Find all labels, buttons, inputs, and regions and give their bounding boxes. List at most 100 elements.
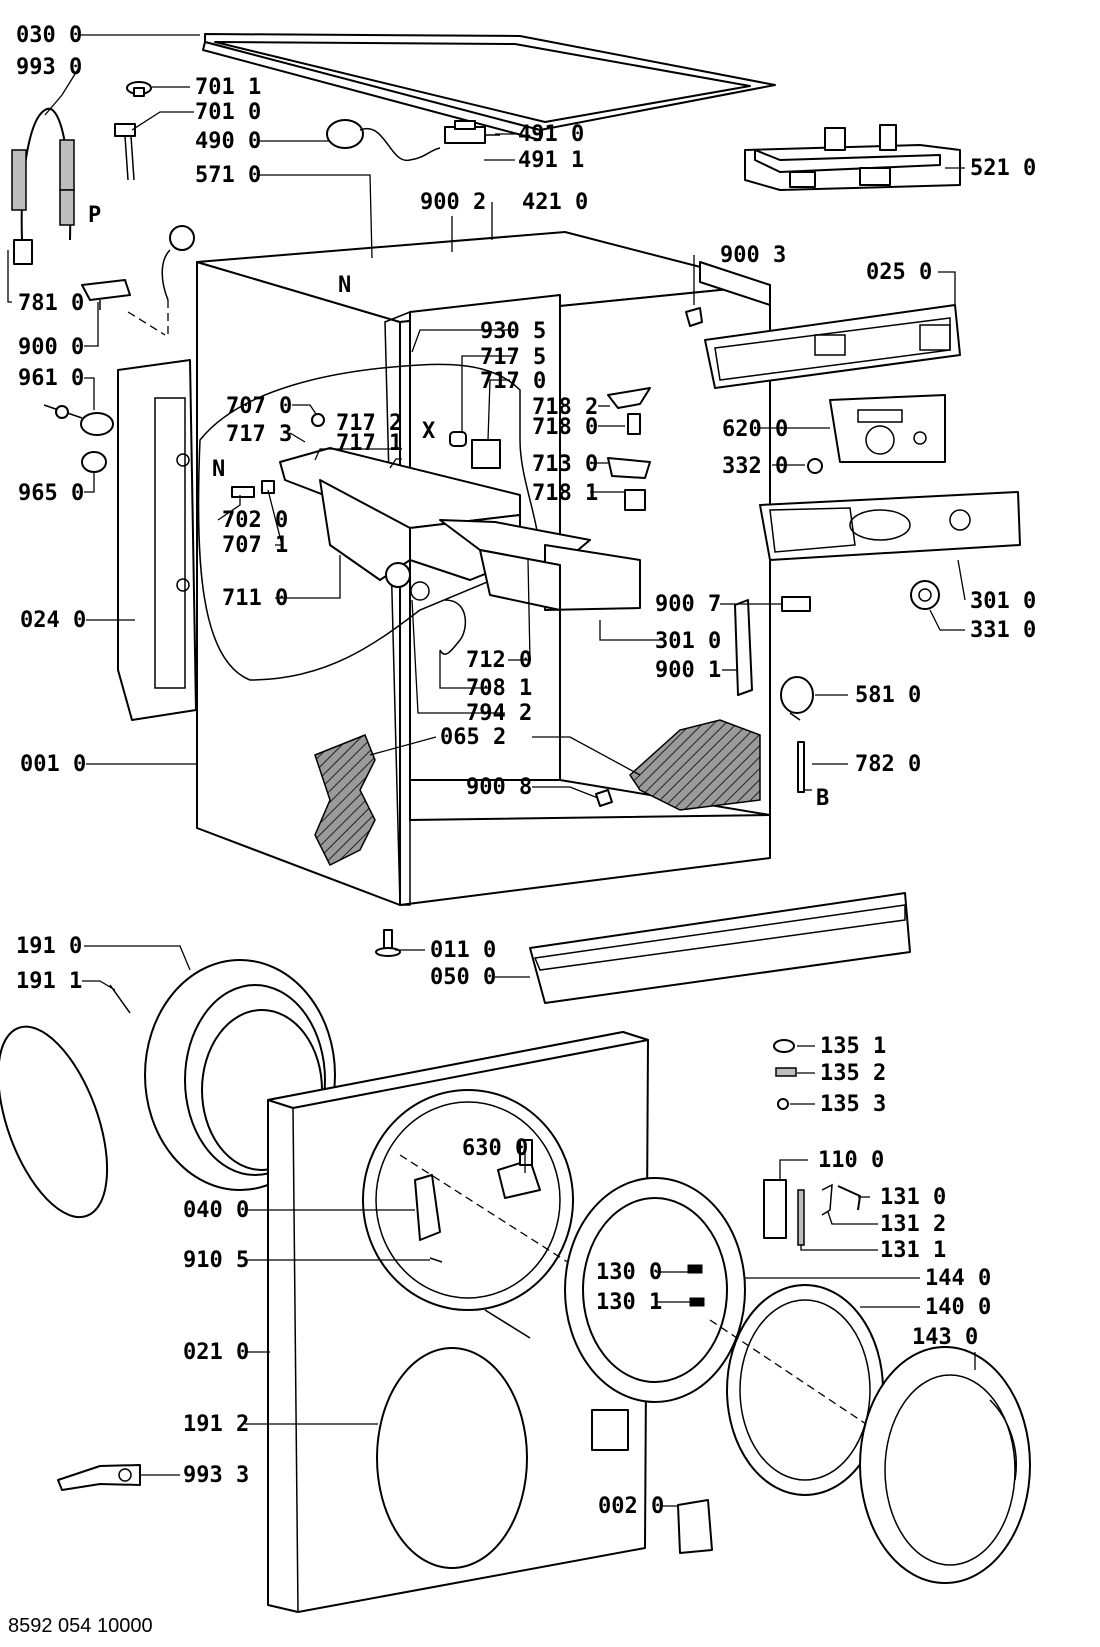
callout-025-0: 025 0	[866, 260, 932, 285]
callout-301-0-center: 301 0	[655, 629, 721, 654]
callout-782-0: 782 0	[855, 752, 921, 777]
hose-clamp-drawing	[81, 279, 131, 310]
callout-002-0: 002 0	[598, 1494, 664, 1519]
detail-bubble-drawing	[197, 363, 541, 681]
callout-900-2: 900 2	[420, 190, 486, 215]
callout-717-3: 717 3	[226, 422, 292, 447]
callout-144-0: 144 0	[925, 1266, 991, 1291]
door-hinge-drawing	[414, 1174, 441, 1241]
callout-910-5: 910 5	[183, 1248, 249, 1273]
drain-pump-drawing	[43, 404, 114, 436]
callout-143-0: 143 0	[912, 1325, 978, 1350]
callout-900-0: 900 0	[18, 335, 84, 360]
marker-b: B	[816, 786, 829, 811]
callout-630-0: 630 0	[462, 1136, 528, 1161]
hose-drawing	[11, 107, 75, 265]
callout-702-0: 702 0	[222, 508, 288, 533]
cover-002-drawing	[677, 1499, 713, 1554]
mains-cord-drawing	[326, 119, 441, 161]
callout-707-1: 707 1	[222, 533, 288, 558]
callout-718-0: 718 0	[532, 415, 598, 440]
dispenser-small-parts-drawing	[231, 387, 651, 511]
callout-965-0: 965 0	[18, 481, 84, 506]
callout-065-2: 065 2	[440, 725, 506, 750]
callout-421-0: 421 0	[522, 190, 588, 215]
screw-910-drawing	[429, 1257, 443, 1263]
leader-lines	[7, 34, 976, 1507]
callout-717-5: 717 5	[480, 345, 546, 370]
callout-900-3: 900 3	[720, 243, 786, 268]
control-panel-drawing	[759, 491, 1021, 561]
callout-781-0: 781 0	[18, 291, 84, 316]
program-knob-drawing	[910, 580, 940, 610]
marker-p: P	[88, 203, 101, 228]
callout-713-0: 713 0	[532, 452, 598, 477]
spring-191-2-drawing	[484, 1309, 531, 1339]
knob-332-drawing	[807, 458, 823, 474]
tube-drawing	[114, 123, 136, 181]
callout-011-0: 011 0	[430, 938, 496, 963]
callout-110-0: 110 0	[818, 1148, 884, 1173]
screws-135-drawing	[773, 1039, 797, 1110]
callout-491-0: 491 0	[518, 122, 584, 147]
callout-135-2: 135 2	[820, 1061, 886, 1086]
callout-930-5: 930 5	[480, 319, 546, 344]
callout-900-8: 900 8	[466, 775, 532, 800]
callout-620-0: 620 0	[722, 417, 788, 442]
door-handle-drawing	[763, 1179, 861, 1246]
pressure-switch-drawing	[780, 676, 814, 721]
callout-521-0: 521 0	[970, 156, 1036, 181]
callout-794-2: 794 2	[466, 701, 532, 726]
seal-ring-drawing	[81, 451, 107, 473]
clip-900-8-drawing	[595, 789, 613, 807]
callout-331-0: 331 0	[970, 618, 1036, 643]
hinge-900-1-drawing	[734, 599, 753, 696]
callout-718-1: 718 1	[532, 481, 598, 506]
foot-drawing	[375, 929, 401, 957]
callout-712-0: 712 0	[466, 648, 532, 673]
callout-131-1: 131 1	[880, 1238, 946, 1263]
callout-050-0: 050 0	[430, 965, 496, 990]
callout-961-0: 961 0	[18, 366, 84, 391]
callout-490-0: 490 0	[195, 129, 261, 154]
clip-900-3-drawing	[685, 307, 703, 327]
callout-140-0: 140 0	[925, 1295, 991, 1320]
electronic-module-drawing	[744, 124, 961, 191]
bar-782-drawing	[797, 741, 805, 793]
cap-drawing	[126, 81, 152, 97]
callout-491-1: 491 1	[518, 148, 584, 173]
door-frame-drawing	[859, 1346, 1031, 1584]
callout-131-0: 131 0	[880, 1185, 946, 1210]
callout-130-0: 130 0	[596, 1260, 662, 1285]
detergent-drawer-drawing	[439, 519, 641, 611]
elbow-drawing	[127, 225, 195, 336]
callout-labels: 030 0 993 0 701 1 701 0 490 0 491 0 491 …	[8, 23, 1036, 1637]
door-lock-drawing	[497, 1139, 541, 1199]
kickplate-drawing	[529, 892, 911, 1004]
callout-701-1: 701 1	[195, 75, 261, 100]
callout-707-0: 707 0	[226, 394, 292, 419]
marker-n-top: N	[338, 273, 351, 298]
door-ring-drawing	[564, 1177, 746, 1403]
callout-900-7: 900 7	[655, 592, 721, 617]
callout-717-0: 717 0	[480, 369, 546, 394]
callout-135-3: 135 3	[820, 1092, 886, 1117]
programmer-unit-drawing	[829, 394, 946, 463]
callout-332-0: 332 0	[722, 454, 788, 479]
callout-021-0: 021 0	[183, 1340, 249, 1365]
marker-n-left: N	[212, 457, 225, 482]
callout-191-2: 191 2	[183, 1412, 249, 1437]
callout-708-1: 708 1	[466, 676, 532, 701]
callout-993-3: 993 3	[183, 1463, 249, 1488]
callout-131-2: 131 2	[880, 1212, 946, 1237]
callout-024-0: 024 0	[20, 608, 86, 633]
callout-993-0: 993 0	[16, 55, 82, 80]
callout-191-1: 191 1	[16, 969, 82, 994]
callout-130-1: 130 1	[596, 1290, 662, 1315]
bellows-hose-drawing	[410, 581, 467, 655]
callout-001-0: 001 0	[20, 752, 86, 777]
tool-drawing	[57, 1464, 141, 1491]
callout-301-0-right: 301 0	[970, 589, 1036, 614]
marker-x: X	[422, 419, 435, 444]
